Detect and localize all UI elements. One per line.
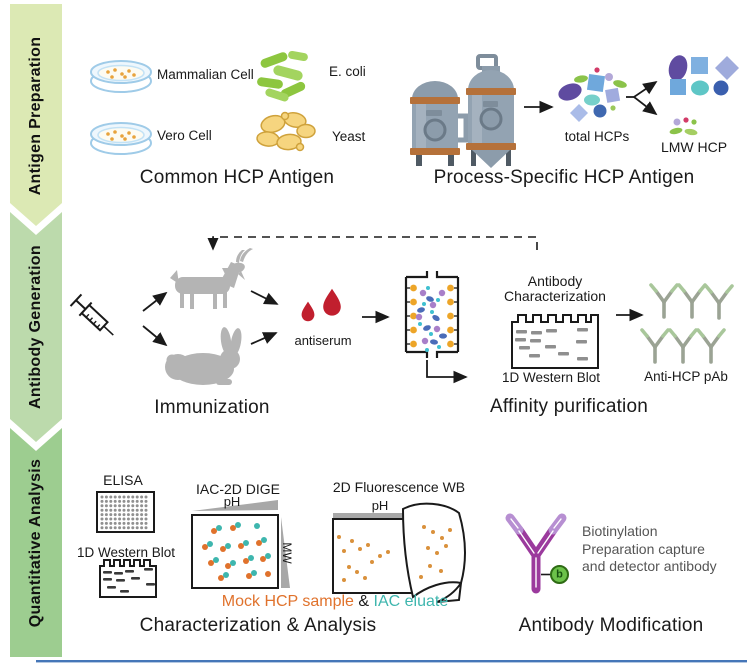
- dige-mw-label: MW: [279, 542, 294, 564]
- bioreactor-icon: [410, 54, 516, 168]
- sidebar-band-analysis-label: Quantitative Analysis: [27, 458, 44, 628]
- feedback-dashed-arrow: [207, 236, 538, 251]
- wb2d-label: 2D Fluorescence WB: [332, 479, 466, 495]
- antibody-characterization-line2: Characterization: [504, 288, 606, 305]
- dige-legend: Mock HCP sample & IAC eluate: [222, 593, 448, 611]
- biotin-circle-icon: [550, 565, 569, 584]
- sidebar-band-antibody-label: Antibody Generation: [27, 245, 44, 409]
- chevron-antigen: [10, 4, 62, 226]
- affinity-column-icon: [404, 271, 460, 358]
- pab-antibodies-icon: [640, 283, 734, 364]
- dige-ph-label: pH: [223, 494, 241, 509]
- vero-cell-label: Vero Cell: [157, 128, 212, 143]
- bottom-divider-line: [36, 660, 747, 663]
- mammalian-cell-label: Mammalian Cell: [157, 67, 254, 82]
- elisa-label: ELISA: [103, 472, 143, 488]
- immunization-caption: Immunization: [154, 397, 270, 418]
- iac-2d-dige-label: IAC-2D DIGE: [195, 481, 281, 497]
- biotin-b-label: b: [556, 568, 563, 581]
- biotinylation-line1: Biotinylation: [582, 523, 658, 539]
- dige-gel-icon: [191, 500, 290, 589]
- syringe-icon: [69, 293, 114, 336]
- yeast-label: Yeast: [332, 129, 366, 144]
- elisa-plate-icon: [96, 491, 155, 533]
- wb2d-ph-label: pH: [371, 498, 389, 513]
- goat-icon: [170, 248, 253, 309]
- petri-dish-mammalian-icon: [90, 60, 152, 93]
- process-specific-caption: Process-Specific HCP Antigen: [433, 167, 695, 188]
- lmw-hcp-group-icon: [669, 117, 698, 136]
- legend-mock-label: Mock HCP sample: [221, 593, 354, 610]
- antibody-modification-caption: Antibody Modification: [518, 615, 704, 636]
- biotinylation-text: Biotinylation Preparation capture and de…: [582, 523, 717, 576]
- sidebar-band-antigen-label: Antigen Preparation: [27, 36, 44, 196]
- petri-dish-vero-icon: [90, 122, 152, 155]
- ecoli-icon: [257, 50, 308, 102]
- lmw-hcp-label: LMW HCP: [660, 139, 728, 155]
- antibody-characterization-label: Antibody Characterization: [504, 273, 606, 305]
- blood-drops-icon: [301, 288, 341, 322]
- immunization-arrows: [142, 290, 279, 347]
- split-arrows: [626, 80, 658, 116]
- enriched-hcp-group-icon: [668, 55, 739, 96]
- elbow-arrow-to-blot: [426, 360, 468, 384]
- biotin-antibody-icon: [505, 513, 569, 594]
- sidebar-chevron-bands: [10, 4, 62, 657]
- biotinylation-line3: and detector antibody: [582, 558, 717, 574]
- yeast-icon: [256, 111, 316, 152]
- ecoli-label: E. coli: [329, 64, 366, 79]
- rabbit-icon: [165, 327, 242, 385]
- total-hcps-cluster-icon: [558, 67, 627, 122]
- western-blot-mid-label: 1D Western Blot: [501, 370, 601, 385]
- antibody-characterization-line1: Antibody: [527, 273, 583, 289]
- western-blot-small-icon: [99, 559, 157, 598]
- wb2d-icon: [332, 502, 466, 603]
- anti-hcp-pab-label: Anti-HCP pAb: [644, 369, 728, 384]
- affinity-purification-caption: Affinity purification: [489, 396, 649, 417]
- western-blot-icon: [511, 314, 599, 369]
- antiserum-label: antiserum: [294, 333, 352, 348]
- legend-iac-label: IAC eluate: [373, 593, 449, 610]
- legend-ampersand: &: [353, 593, 374, 610]
- biotinylation-line2: Preparation capture: [582, 540, 705, 557]
- western-blot-small-label: 1D Western Blot: [76, 545, 176, 560]
- chevron-analysis: [10, 428, 62, 657]
- common-hcp-caption: Common HCP Antigen: [139, 167, 335, 188]
- characterization-analysis-caption: Characterization & Analysis: [139, 615, 377, 636]
- total-hcps-label: total HCPs: [564, 129, 630, 144]
- chevron-antibody: [10, 212, 62, 442]
